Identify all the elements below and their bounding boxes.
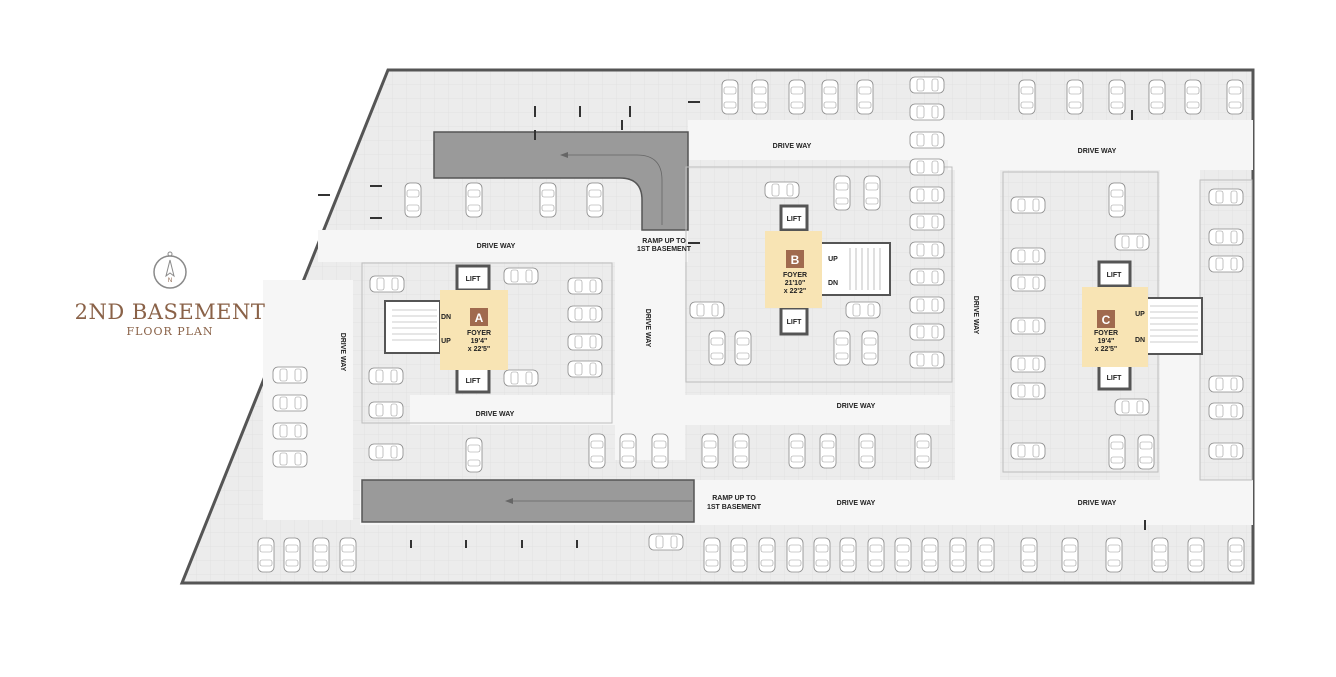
compass-letter: N [168, 278, 172, 284]
ramp-bottom [361, 479, 695, 523]
foyer-b-size: 21'10" [785, 280, 806, 287]
ramp-label: RAMP UP TO [642, 238, 686, 245]
driveway-label: DRIVE WAY [1078, 500, 1117, 507]
lift-label: LIFT [787, 319, 802, 326]
core-b [765, 204, 891, 336]
foyer-a-size: x 22'5" [468, 346, 491, 353]
foyer-c-size: x 22'5" [1095, 346, 1118, 353]
ramp-label: 1ST BASEMENT [637, 246, 692, 253]
ramp-label: 1ST BASEMENT [707, 504, 762, 511]
driveway-label: DRIVE WAY [773, 143, 812, 150]
ramp-arrow-icon [505, 498, 513, 504]
driveway-label: DRIVE WAY [644, 309, 651, 348]
driveway-label: DRIVE WAY [339, 333, 346, 372]
driveway-label: DRIVE WAY [1078, 148, 1117, 155]
lift-label: LIFT [466, 276, 481, 283]
lift-label: LIFT [466, 378, 481, 385]
foyer-b-size: x 22'2" [784, 288, 807, 295]
page-subtitle: FLOOR PLAN [126, 325, 214, 338]
stair-dn-label: DN [1135, 337, 1145, 344]
driveway-label: DRIVE WAY [837, 403, 876, 410]
foyer-c-id: C [1102, 313, 1111, 327]
stair-up-label: UP [828, 256, 838, 263]
compass-icon: N [153, 251, 187, 289]
bay-markers [318, 101, 1146, 548]
ramp-arrow-icon [560, 152, 568, 158]
stair-up-label: UP [1135, 311, 1145, 318]
core-a [384, 264, 508, 394]
stair-dn-label: DN [828, 280, 838, 287]
driveway-label: DRIVE WAY [972, 296, 979, 335]
page-title: 2ND BASEMENT [74, 300, 266, 324]
foyer-a-id: A [475, 311, 484, 325]
foyer-a-label: FOYER [467, 330, 491, 337]
lift-label: LIFT [1107, 375, 1122, 382]
ramp-top [433, 131, 689, 231]
title-block: N 2ND BASEMENT FLOOR PLAN [60, 246, 280, 338]
driveway-label: DRIVE WAY [477, 243, 516, 250]
foyer-b-label: FOYER [783, 272, 807, 279]
foyer-a-size: 19'4" [471, 338, 488, 345]
lift-label: LIFT [787, 216, 802, 223]
driveway-label: DRIVE WAY [837, 500, 876, 507]
foyer-b-id: B [791, 253, 800, 267]
foyer-c-size: 19'4" [1098, 338, 1115, 345]
stair-icon [392, 309, 437, 341]
stair-dn-label: DN [441, 314, 451, 321]
stair-up-label: UP [441, 338, 451, 345]
foyer-c-label: FOYER [1094, 330, 1118, 337]
lift-label: LIFT [1107, 272, 1122, 279]
ramp-label: RAMP UP TO [712, 495, 756, 502]
driveway-label: DRIVE WAY [476, 411, 515, 418]
core-c [1082, 260, 1203, 391]
